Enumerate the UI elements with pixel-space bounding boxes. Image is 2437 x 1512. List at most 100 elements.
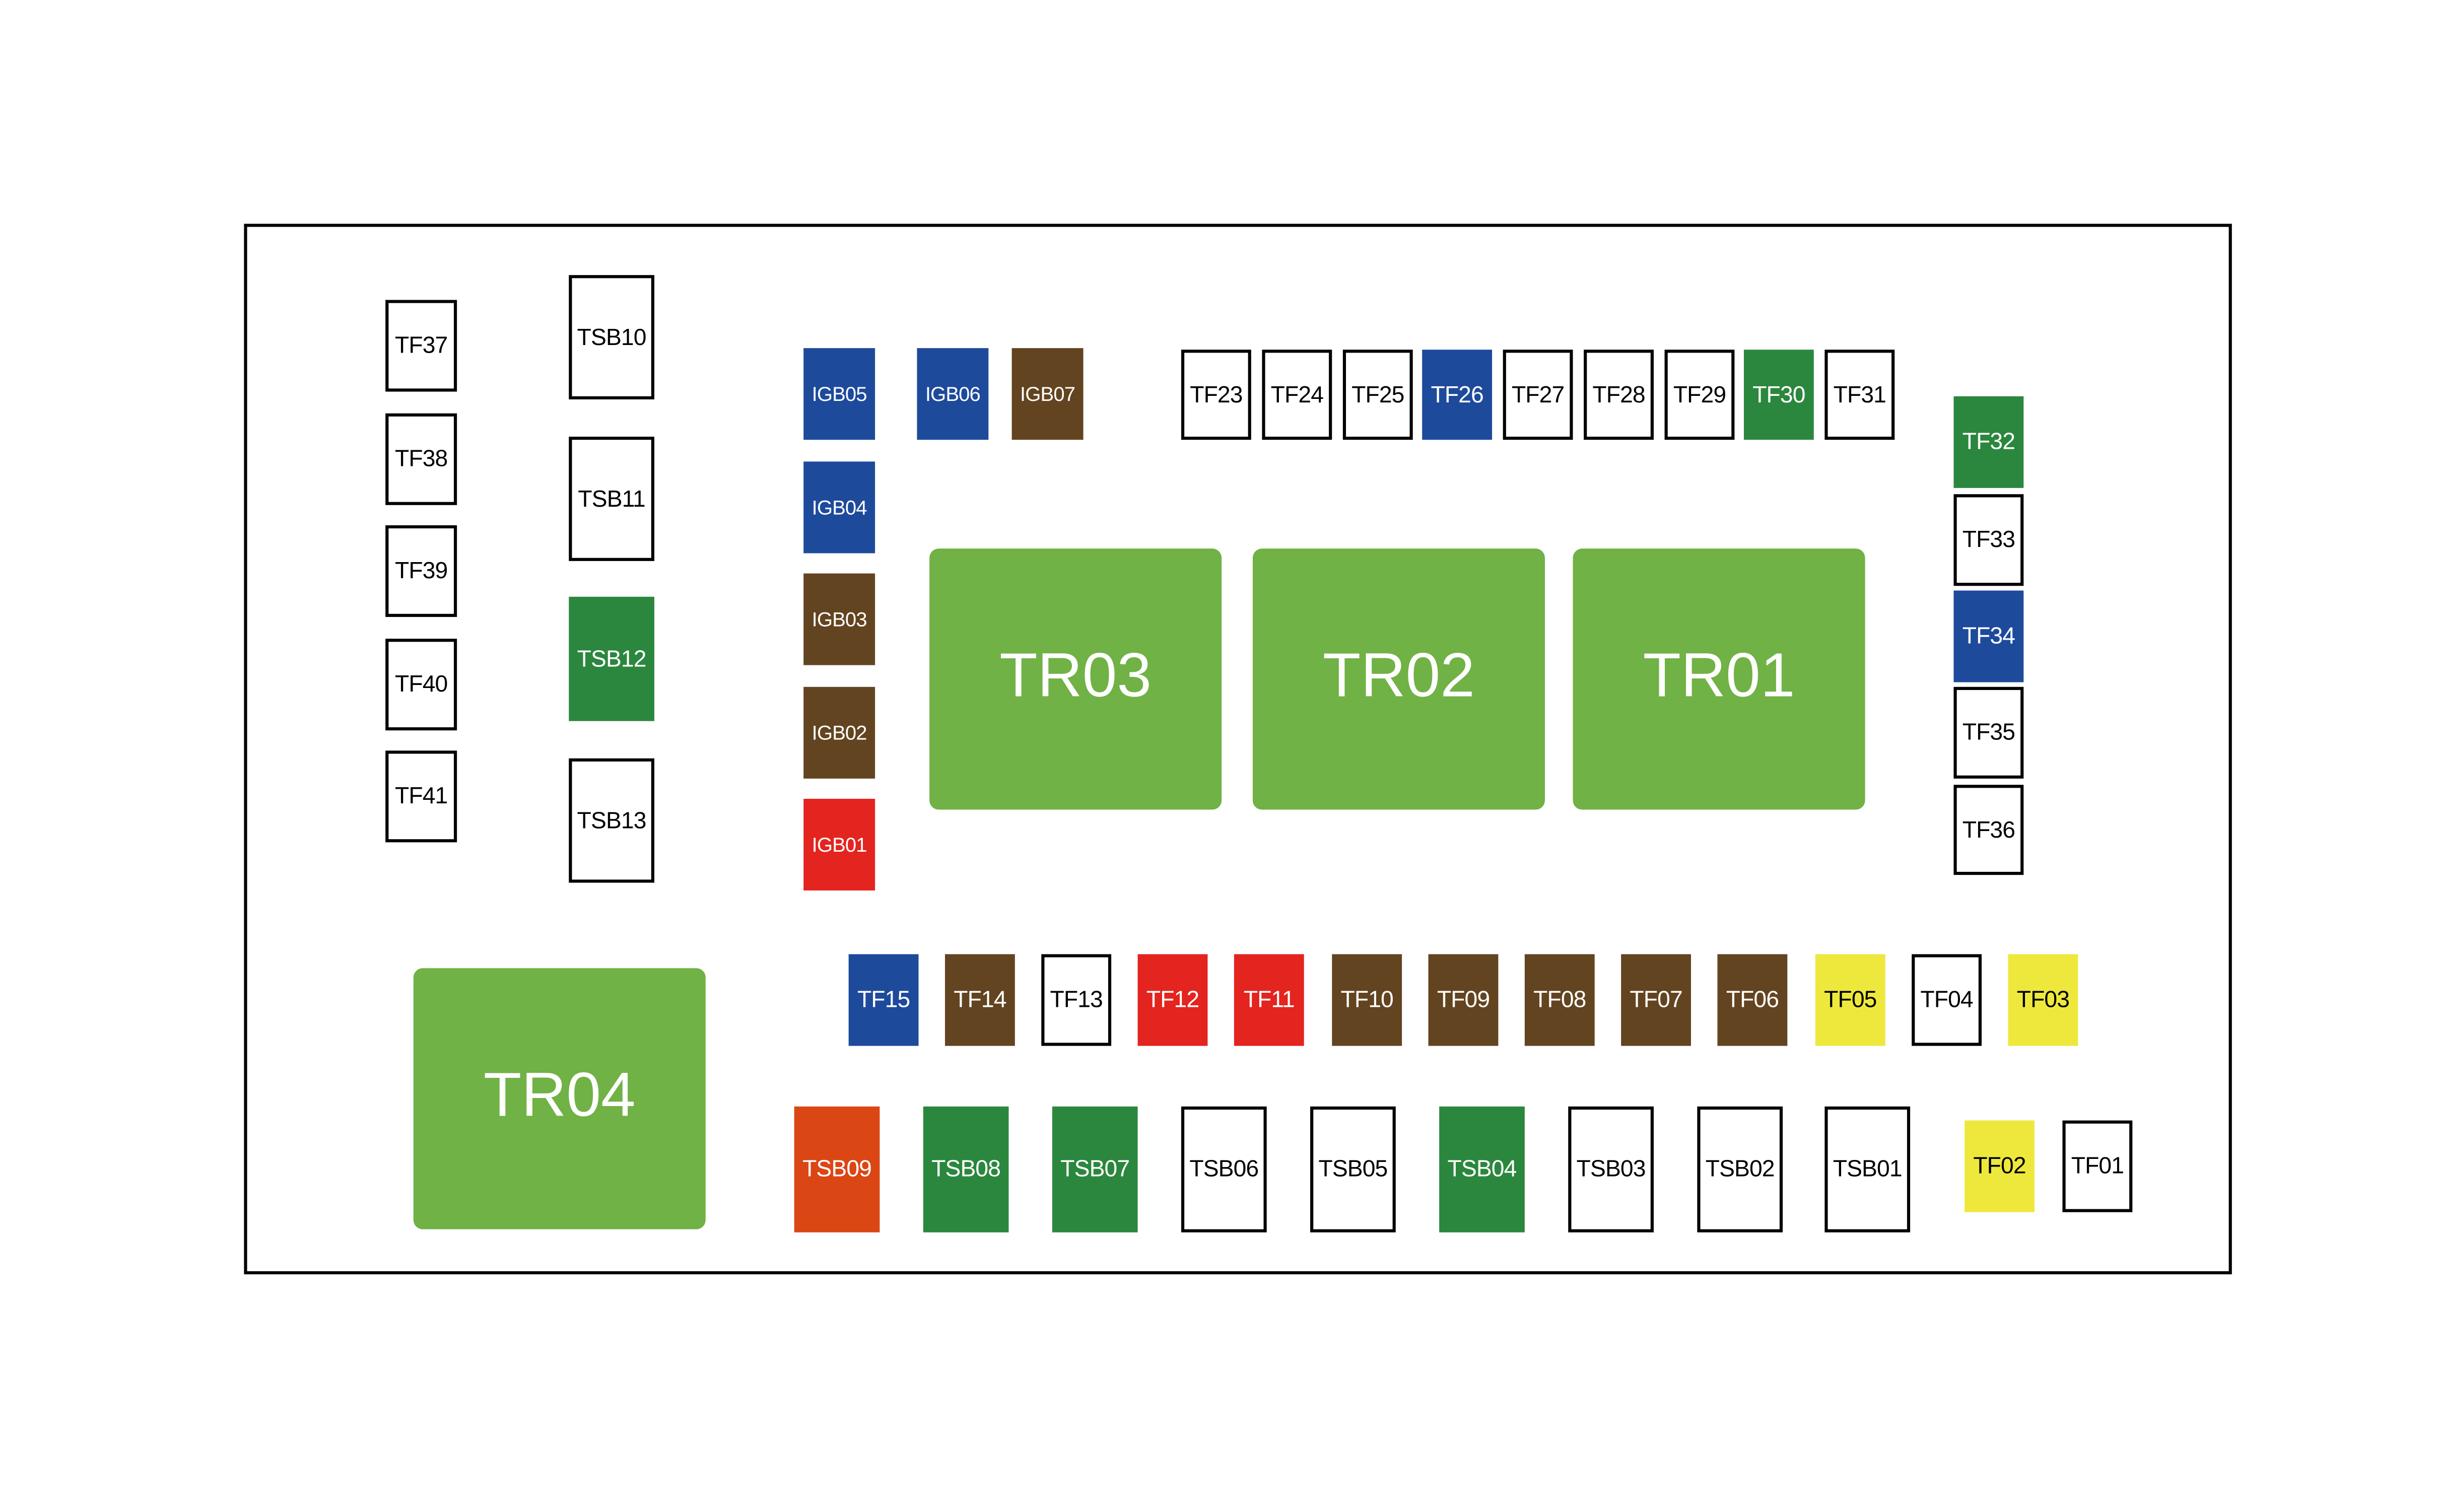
tf39-label: TF39	[395, 558, 448, 585]
tf33-box[interactable]: TF33	[1953, 494, 2024, 586]
igb05-box[interactable]: IGB05	[803, 348, 875, 440]
tsb04-box[interactable]: TSB04	[1439, 1106, 1525, 1232]
tf34-box[interactable]: TF34	[1953, 590, 2024, 682]
tsb07-box[interactable]: TSB07	[1052, 1106, 1138, 1232]
tf29-box[interactable]: TF29	[1664, 350, 1735, 440]
igb01-label: IGB01	[811, 833, 867, 857]
tsb11-label: TSB11	[578, 486, 645, 512]
tf24-label: TF24	[1270, 381, 1324, 408]
tf04-box[interactable]: TF04	[1912, 954, 1982, 1046]
tsb08-label: TSB08	[931, 1156, 1001, 1183]
igb07-box[interactable]: IGB07	[1011, 348, 1084, 440]
tf03-box[interactable]: TF03	[2008, 954, 2078, 1046]
tsb12-box[interactable]: TSB12	[569, 596, 654, 721]
tf07-box[interactable]: TF07	[1621, 954, 1691, 1046]
tf23-box[interactable]: TF23	[1181, 350, 1251, 440]
tf34-label: TF34	[1962, 623, 2015, 650]
tr01-box[interactable]: TR01	[1573, 548, 1865, 810]
tf10-box[interactable]: TF10	[1332, 954, 1402, 1046]
igb01-box[interactable]: IGB01	[803, 798, 875, 890]
igb02-label: IGB02	[811, 721, 867, 744]
tf40-label: TF40	[395, 671, 448, 698]
tf27-box[interactable]: TF27	[1503, 350, 1573, 440]
tsb10-box[interactable]: TSB10	[569, 275, 654, 399]
tf28-label: TF28	[1592, 381, 1645, 408]
site-boundary	[244, 224, 2232, 1275]
igb06-box[interactable]: IGB06	[917, 348, 989, 440]
tsb05-label: TSB05	[1318, 1156, 1388, 1183]
tf05-box[interactable]: TF05	[1815, 954, 1885, 1046]
tf11-box[interactable]: TF11	[1234, 954, 1304, 1046]
tsb07-label: TSB07	[1060, 1156, 1130, 1183]
tf36-box[interactable]: TF36	[1953, 785, 2024, 875]
tf08-box[interactable]: TF08	[1524, 954, 1595, 1046]
tf35-box[interactable]: TF35	[1953, 686, 2024, 779]
tr04-label: TR04	[483, 1060, 636, 1129]
tf30-label: TF30	[1752, 381, 1805, 408]
tf04-label: TF04	[1920, 987, 1973, 1013]
tf38-label: TF38	[395, 446, 448, 472]
tsb06-label: TSB06	[1189, 1156, 1259, 1183]
tr03-box[interactable]: TR03	[929, 548, 1222, 810]
tsb02-box[interactable]: TSB02	[1697, 1106, 1783, 1232]
tf14-label: TF14	[954, 987, 1006, 1013]
igb06-label: IGB06	[925, 382, 981, 406]
tf38-box[interactable]: TF38	[385, 413, 457, 505]
tf24-box[interactable]: TF24	[1262, 350, 1332, 440]
igb04-box[interactable]: IGB04	[803, 461, 875, 554]
tf29-label: TF29	[1673, 381, 1726, 408]
tsb13-box[interactable]: TSB13	[569, 758, 654, 883]
tsb09-label: TSB09	[802, 1156, 872, 1183]
tf32-box[interactable]: TF32	[1953, 396, 2024, 488]
tf13-box[interactable]: TF13	[1041, 954, 1112, 1046]
tsb05-box[interactable]: TSB05	[1310, 1106, 1396, 1232]
tf32-label: TF32	[1962, 429, 2015, 456]
tf14-box[interactable]: TF14	[944, 954, 1015, 1046]
tf03-label: TF03	[2016, 987, 2070, 1013]
tf05-label: TF05	[1824, 987, 1877, 1013]
tf40-box[interactable]: TF40	[385, 639, 457, 731]
igb03-box[interactable]: IGB03	[803, 573, 875, 665]
tf41-label: TF41	[395, 783, 448, 810]
tsb11-box[interactable]: TSB11	[569, 437, 654, 561]
tf28-box[interactable]: TF28	[1584, 350, 1654, 440]
tf25-box[interactable]: TF25	[1342, 350, 1413, 440]
tf06-box[interactable]: TF06	[1717, 954, 1788, 1046]
tsb03-box[interactable]: TSB03	[1568, 1106, 1654, 1232]
tr01-label: TR01	[1643, 641, 1795, 710]
tsb08-box[interactable]: TSB08	[923, 1106, 1009, 1232]
igb07-label: IGB07	[1020, 382, 1075, 406]
tr04-box[interactable]: TR04	[413, 968, 706, 1229]
tf41-box[interactable]: TF41	[385, 750, 457, 843]
tf01-box[interactable]: TF01	[2062, 1120, 2133, 1212]
tf12-box[interactable]: TF12	[1137, 954, 1208, 1046]
tf02-box[interactable]: TF02	[1965, 1120, 2035, 1212]
tf31-box[interactable]: TF31	[1824, 350, 1895, 440]
tsb01-box[interactable]: TSB01	[1824, 1106, 1911, 1232]
tf39-box[interactable]: TF39	[385, 525, 457, 617]
tf09-label: TF09	[1437, 987, 1490, 1013]
tr02-box[interactable]: TR02	[1252, 548, 1545, 810]
tf36-label: TF36	[1962, 816, 2015, 843]
tf15-box[interactable]: TF15	[848, 954, 919, 1046]
tf35-label: TF35	[1962, 719, 2015, 746]
tf27-label: TF27	[1511, 381, 1565, 408]
tf02-label: TF02	[1973, 1153, 2026, 1180]
tsb12-label: TSB12	[577, 646, 647, 672]
tf13-label: TF13	[1050, 987, 1103, 1013]
tf33-label: TF33	[1962, 526, 2015, 554]
tsb09-box[interactable]: TSB09	[794, 1106, 880, 1232]
igb02-box[interactable]: IGB02	[803, 686, 875, 779]
tf26-label: TF26	[1431, 381, 1483, 408]
tsb04-label: TSB04	[1447, 1156, 1517, 1183]
tf23-label: TF23	[1190, 381, 1243, 408]
tr03-label: TR03	[999, 641, 1152, 710]
tsb06-box[interactable]: TSB06	[1181, 1106, 1267, 1232]
tf37-box[interactable]: TF37	[385, 300, 457, 392]
tf08-label: TF08	[1533, 987, 1586, 1013]
tsb02-label: TSB02	[1705, 1156, 1775, 1183]
tf09-box[interactable]: TF09	[1428, 954, 1499, 1046]
tf11-label: TF11	[1243, 987, 1295, 1013]
tf30-box[interactable]: TF30	[1743, 350, 1814, 440]
tf26-box[interactable]: TF26	[1422, 350, 1493, 440]
